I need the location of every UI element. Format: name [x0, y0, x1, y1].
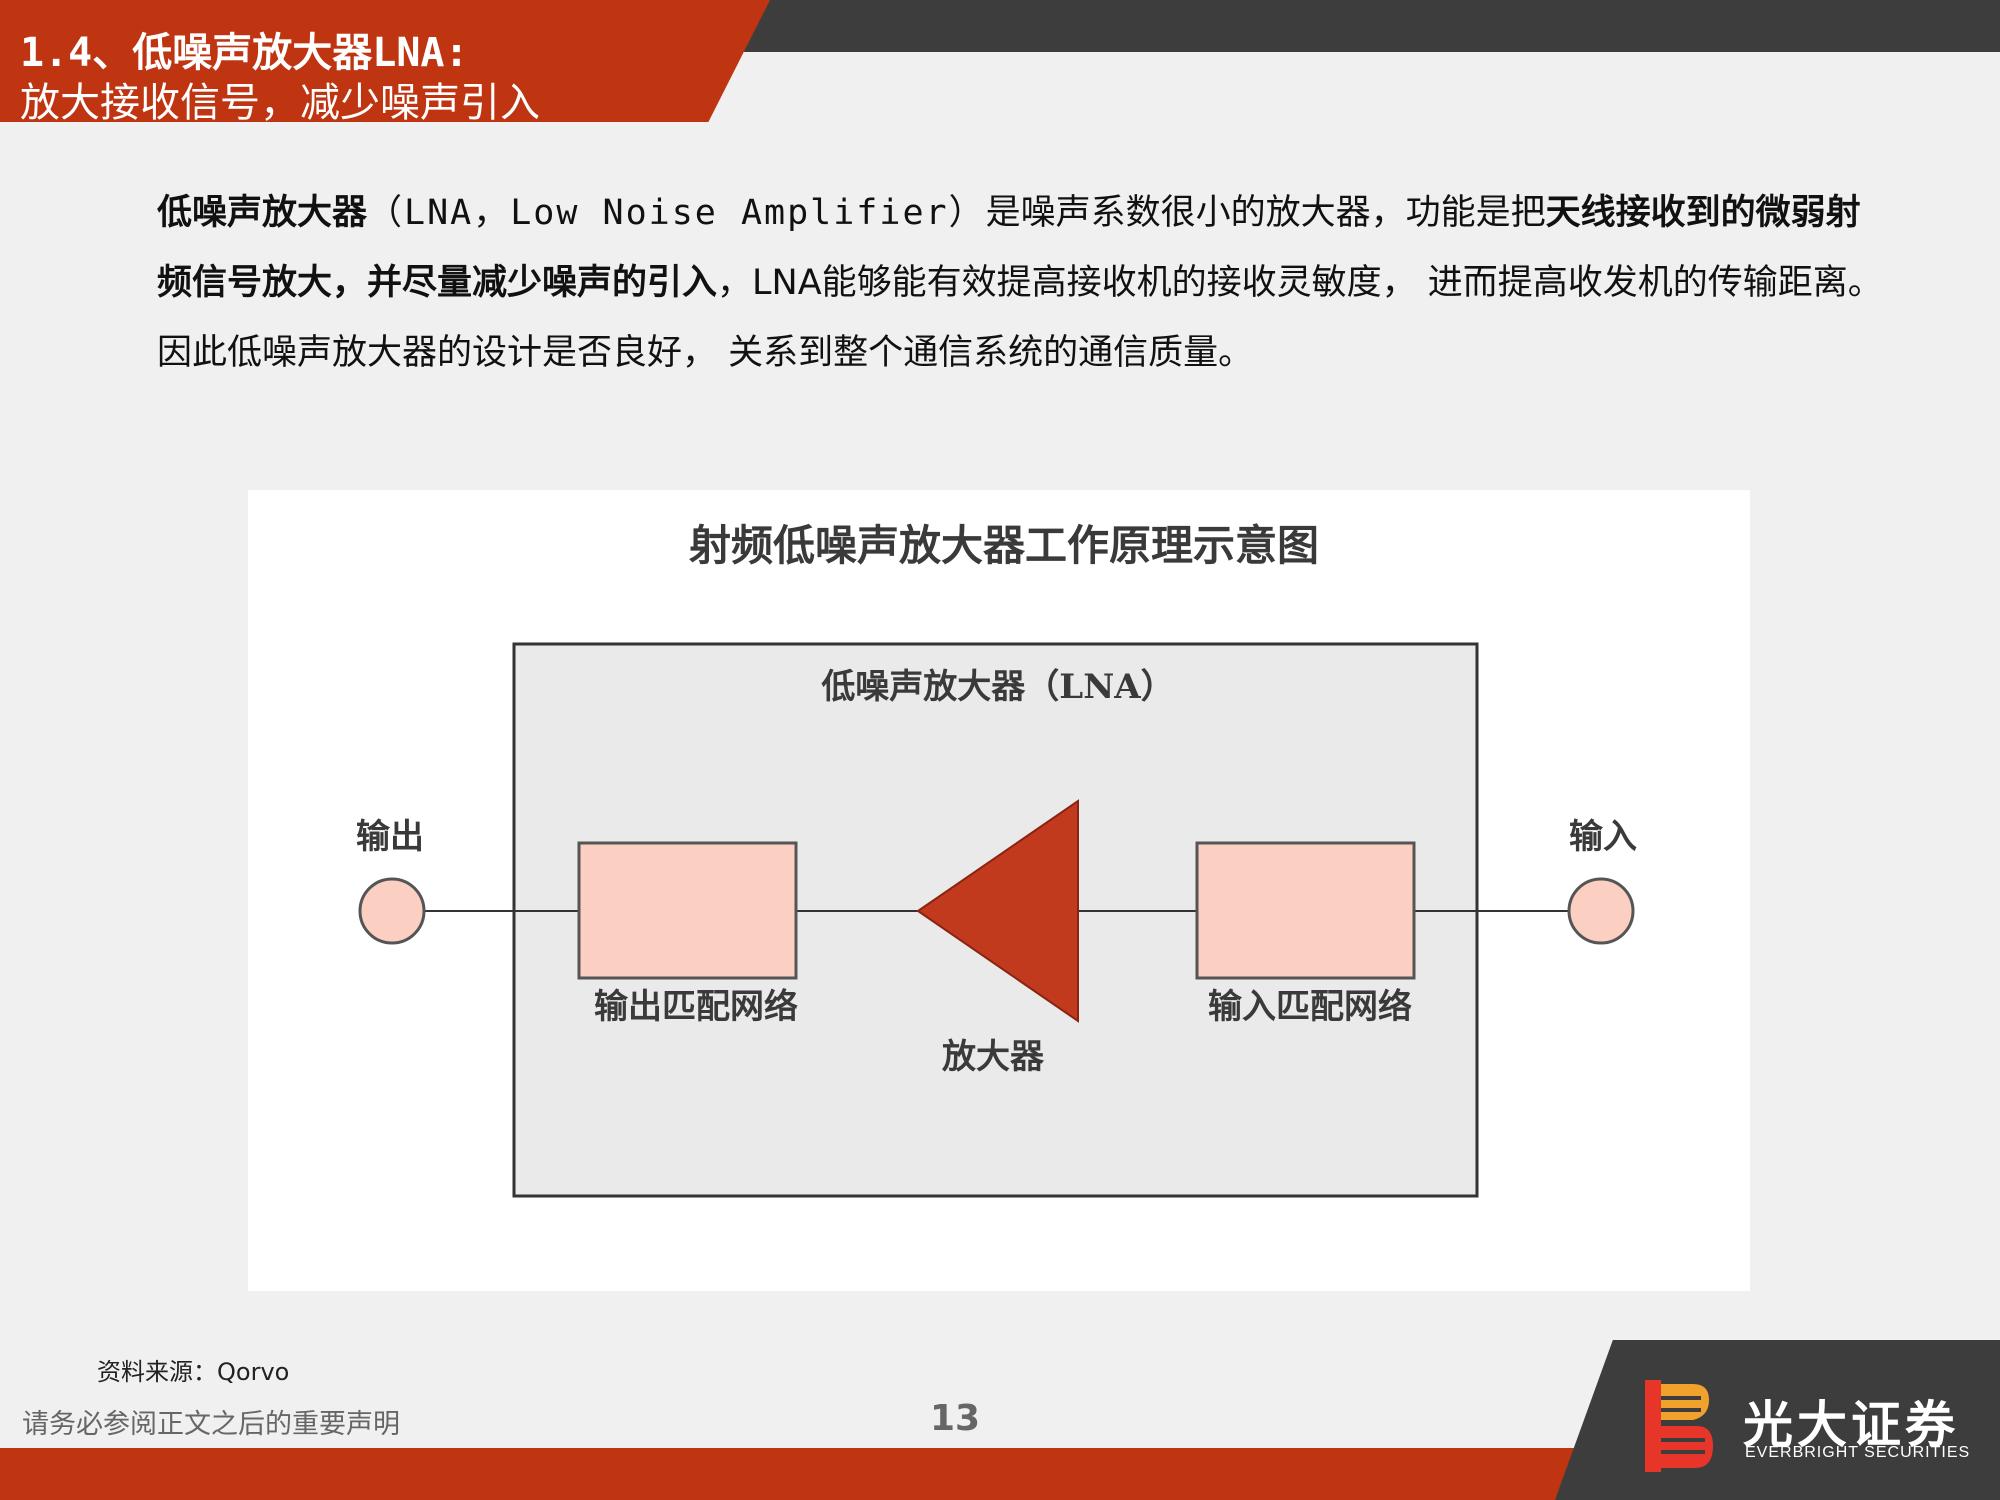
amplifier-triangle: [916, 799, 1079, 1023]
page-title-line2: 放大接收信号，减少噪声引入: [20, 80, 540, 126]
diagram-title: 射频低噪声放大器工作原理示意图: [689, 521, 1319, 570]
amplifier-label: 放大器: [942, 1037, 1045, 1077]
input-label: 输入: [1569, 817, 1637, 857]
input-matching-label: 输入匹配网络: [1208, 987, 1412, 1027]
logo-text-cn: 光大证券: [1743, 1396, 1959, 1454]
term-bold: 低噪声放大器: [157, 193, 368, 233]
term-paren: （LNA，Low Noise Amplifier）: [367, 193, 986, 233]
input-port: [1567, 877, 1635, 945]
output-port: [358, 877, 426, 945]
title-banner: 1.4、低噪声放大器LNA: 放大接收信号，减少噪声引入: [0, 0, 770, 122]
body-bold-2: 天线接收到的微弱射频信号放大，并尽量减少噪声的引入: [157, 193, 1861, 303]
body-paragraph: 低噪声放大器（LNA，Low Noise Amplifier）是噪声系数很小的放…: [157, 178, 1887, 388]
diagram-card: 射频低噪声放大器工作原理示意图 低噪声放大器（LNA） 输出 输入 输出匹配网络…: [248, 490, 1750, 1291]
output-label: 输出: [356, 817, 424, 857]
lna-box-label: 低噪声放大器（LNA）: [821, 667, 1174, 707]
page-title-line1: 1.4、低噪声放大器LNA:: [20, 30, 469, 76]
body-text-1: 是噪声系数很小的放大器，功能是把: [985, 193, 1546, 233]
output-matching-network: [577, 841, 798, 980]
page-number: 13: [930, 1398, 981, 1439]
logo-panel: [1555, 1340, 2000, 1500]
source-note: 资料来源：Qorvo: [97, 1358, 290, 1386]
body-text-2: ，LNA能够能有效提高接收机的接收灵敏度， 进而提高收发机的传输距离。因此低噪声…: [157, 263, 1883, 373]
output-matching-label: 输出匹配网络: [594, 987, 798, 1027]
lna-diagram: 射频低噪声放大器工作原理示意图 低噪声放大器（LNA） 输出 输入 输出匹配网络…: [356, 521, 1637, 1198]
logo-text-en: EVERBRIGHT SECURITIES: [1745, 1444, 1971, 1461]
input-matching-network: [1195, 841, 1416, 980]
everbright-logo-icon: [1645, 1380, 1713, 1472]
disclaimer-text: 请务必参阅正文之后的重要声明: [22, 1409, 400, 1440]
